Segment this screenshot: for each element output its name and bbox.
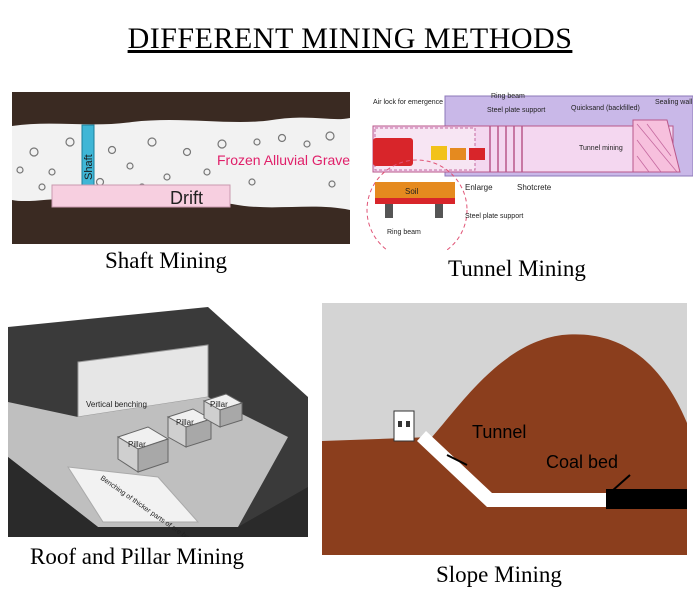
coal-bed-label: Coal bed	[546, 452, 618, 472]
quicksand-label: Quicksand (backfilled)	[571, 105, 640, 112]
gravel-label: Frozen Alluvial Gravel	[217, 152, 350, 168]
gravel-stones	[16, 131, 336, 191]
mine-cart	[431, 146, 447, 160]
pillar-block	[116, 426, 170, 473]
shotcrete-label: Shotcrete	[517, 183, 552, 192]
benching-area	[67, 466, 200, 523]
slope-mining-caption: Slope Mining	[436, 562, 562, 587]
soil-label: Soil	[405, 187, 419, 196]
roof-and-pillar-caption: Roof and Pillar Mining	[30, 544, 245, 569]
pillar-label: Pillar	[176, 418, 194, 427]
pillar-block	[202, 393, 244, 428]
ring-beam-top-label: Ring beam	[491, 93, 525, 100]
shaft-mining-diagram: Shaft Drift Frozen Alluvial Gravel	[12, 92, 350, 244]
slope-tunnel	[417, 431, 612, 507]
drift-tunnel	[51, 184, 231, 208]
tunnel-mining-label: Tunnel mining	[579, 145, 623, 152]
detail-callout	[366, 159, 468, 250]
slope-mining-diagram: Tunnel Coal bed	[322, 303, 687, 555]
steel-plate-top-label: Steel plate support	[487, 107, 545, 114]
air-lock-chamber	[373, 138, 413, 166]
soil-block	[375, 182, 455, 198]
enlarge-label: Enlarge	[465, 183, 493, 192]
sealing-wall-label: Sealing wall	[655, 99, 693, 106]
pillar-block	[166, 408, 213, 448]
mine-cart	[469, 148, 485, 160]
coal-bed	[606, 489, 687, 509]
air-lock-label: Air lock for emergence	[373, 99, 443, 106]
page-title: DIFFERENT MINING METHODS	[127, 22, 573, 55]
shaft-label: Shaft	[83, 154, 95, 180]
tunnel-mining-caption: Tunnel Mining	[448, 256, 586, 281]
mine-cart	[450, 148, 466, 160]
pillar-label: Pillar	[210, 400, 228, 409]
vertical-benching-label: Vertical benching	[86, 400, 147, 409]
roof-and-pillar-diagram: Vertical benching Pillar Pillar Pillar B…	[8, 307, 308, 537]
ring-beam-bottom-label: Ring beam	[387, 229, 421, 236]
steel-plate-bottom-label: Steel plate support	[465, 213, 523, 220]
tunnel-mining-diagram: Air lock for emergence Ring beam Steel p…	[365, 90, 693, 250]
shaft-mining-caption: Shaft Mining	[105, 248, 228, 273]
pillar-label: Pillar	[128, 440, 146, 449]
drift-label: Drift	[170, 188, 203, 208]
ring-beams	[489, 126, 523, 172]
tunnel-label: Tunnel	[472, 422, 526, 442]
mine-building	[393, 410, 415, 442]
